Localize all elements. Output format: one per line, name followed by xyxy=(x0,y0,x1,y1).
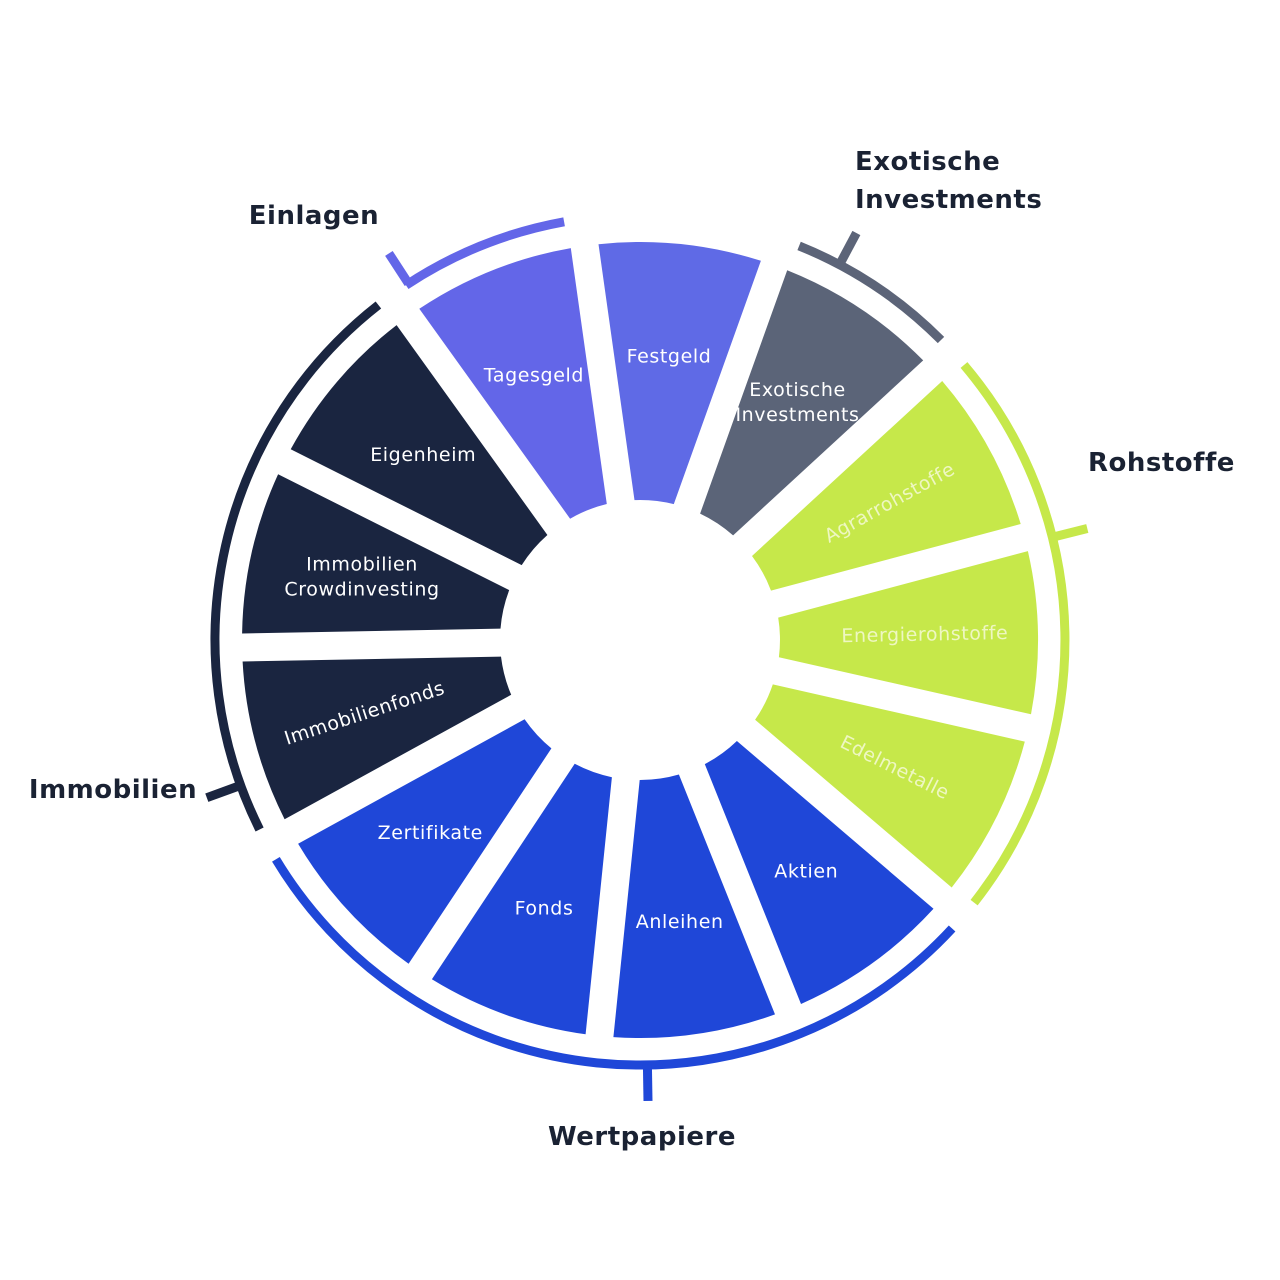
segment-label-exotische-line-1: Exotische xyxy=(749,379,846,401)
group-label-einlagen: Einlagen xyxy=(249,201,379,231)
segment-label-zertifikate: Zertifikate xyxy=(378,822,483,844)
segment-label-anleihen: Anleihen xyxy=(636,911,724,933)
group-labels-layer: Einlagen Exotische Investments Rohstoffe… xyxy=(29,147,1235,1152)
segment-label-festgeld: Festgeld xyxy=(627,346,712,368)
segment-energierohstoffe xyxy=(778,551,1038,715)
segment-label-festgeld-line-1: Festgeld xyxy=(627,346,712,368)
segments-layer xyxy=(242,242,1038,1038)
group-ring-rohstoffe xyxy=(960,362,1070,906)
segment-exotische xyxy=(700,270,924,536)
segment-label-tagesgeld: Tagesgeld xyxy=(483,365,584,387)
segment-label-tagesgeld-line-1: Tagesgeld xyxy=(483,365,584,387)
segment-anleihen xyxy=(613,774,775,1038)
group-tick-exotic xyxy=(835,230,861,267)
segment-edelmetalle xyxy=(755,684,1025,888)
group-label-exotische-line-1: Exotische xyxy=(855,147,1000,177)
segment-label-aktien: Aktien xyxy=(774,861,838,883)
segment-festgeld xyxy=(598,242,761,505)
segment-tagesgeld xyxy=(419,248,607,519)
segment-fonds xyxy=(431,763,612,1035)
segment-aktien xyxy=(704,741,934,1004)
segment-label-aktien-line-1: Aktien xyxy=(774,861,838,883)
group-label-exotische-line-2: Investments xyxy=(855,185,1042,215)
segment-label-energierohstoffe-line-1: Energierohstoffe xyxy=(841,622,1008,647)
segment-label-fonds-line-1: Fonds xyxy=(515,897,574,919)
group-tick-rohstoffe xyxy=(1051,524,1089,542)
segment-label-energierohstoffe: Energierohstoffe xyxy=(841,622,1008,647)
group-ring-einlagen xyxy=(403,217,565,289)
group-tick-wertpapiere xyxy=(642,1064,653,1101)
segment-crowdinvesting xyxy=(242,474,510,634)
group-tick-einlagen xyxy=(385,250,413,287)
group-ring-wertpapiere xyxy=(272,856,956,1070)
segment-zertifikate xyxy=(298,719,552,964)
segment-immobilienfonds xyxy=(242,656,512,820)
segment-label-crowdinvesting-line-2: Crowdinvesting xyxy=(284,579,439,601)
segment-label-crowdinvesting-line-1: Immobilien xyxy=(306,554,418,576)
segment-eigenheim xyxy=(290,325,548,566)
group-label-rohstoffe: Rohstoffe xyxy=(1088,448,1235,478)
segment-label-zertifikate-line-1: Zertifikate xyxy=(378,822,483,844)
group-ring-immobilien xyxy=(210,301,382,832)
group-label-exotische-investments: Exotische Investments xyxy=(855,147,1042,215)
group-tick-immobilien xyxy=(205,781,243,802)
group-label-wertpapiere: Wertpapiere xyxy=(548,1122,736,1152)
segment-label-eigenheim-line-1: Eigenheim xyxy=(370,444,476,466)
group-rings-layer xyxy=(205,217,1089,1101)
segment-agrarrohstoffe xyxy=(752,381,1021,591)
segment-label-anleihen-line-1: Anleihen xyxy=(636,911,724,933)
segment-label-exotische-line-2: Investments xyxy=(735,404,859,426)
group-ring-exotic xyxy=(797,241,945,344)
segment-label-eigenheim: Eigenheim xyxy=(370,444,476,466)
group-label-immobilien: Immobilien xyxy=(29,775,197,805)
segment-label-fonds: Fonds xyxy=(515,897,574,919)
